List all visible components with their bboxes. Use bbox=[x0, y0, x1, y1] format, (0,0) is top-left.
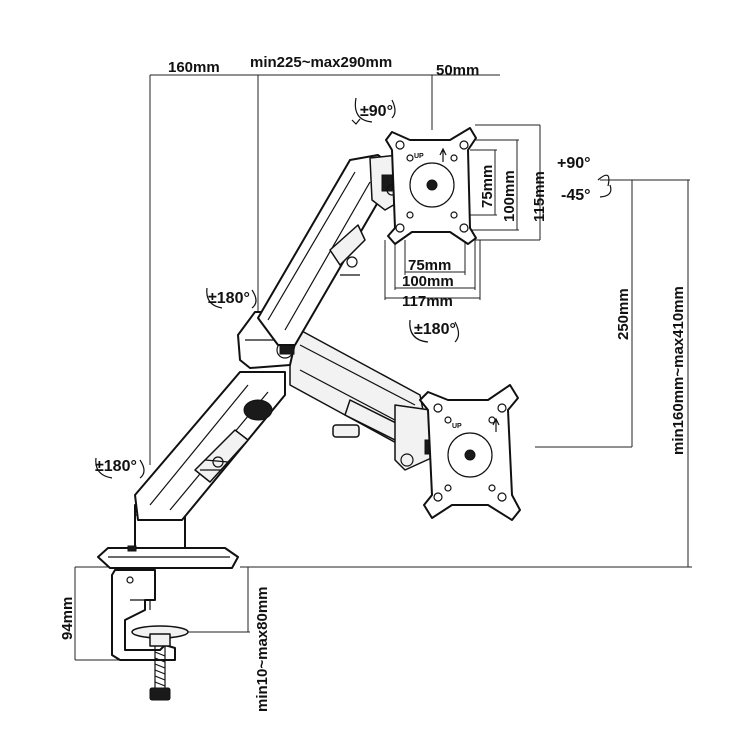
dim-vesa-h-75: 75mm bbox=[408, 257, 451, 274]
dim-vesa-h-100: 100mm bbox=[402, 273, 454, 290]
upper-arm bbox=[237, 154, 403, 369]
rotation-arrows bbox=[95, 97, 612, 479]
dim-vesa-v-100: 100mm bbox=[501, 170, 518, 222]
dim-total-height: min160mm~max410mm bbox=[670, 286, 687, 455]
lower-arm-extended bbox=[289, 329, 439, 471]
dim-desk-thickness: min10~max80mm bbox=[254, 587, 271, 713]
desk-clamp bbox=[111, 569, 189, 701]
dim-top-right: 50mm bbox=[436, 62, 479, 79]
dim-vesa-h-117: 117mm bbox=[402, 293, 453, 310]
rot-plate-bottom: ±180° bbox=[414, 321, 456, 338]
dim-arm-drop: 250mm bbox=[615, 288, 632, 340]
rot-plate-top: ±90° bbox=[360, 103, 393, 120]
dim-top-reach: min225~max290mm bbox=[250, 54, 392, 71]
dim-top-left: 160mm bbox=[168, 59, 220, 76]
dim-vesa-v-115: 115mm bbox=[531, 171, 548, 222]
dimension-lines bbox=[74, 74, 692, 661]
dim-vesa-v-75: 75mm bbox=[479, 165, 496, 208]
vesa-plate-lower: UP bbox=[419, 384, 521, 521]
up-label-upper: UP bbox=[414, 153, 424, 160]
up-label-lower: UP bbox=[452, 423, 462, 430]
rot-tilt-down: -45° bbox=[561, 187, 591, 204]
dim-clamp-height: 94mm bbox=[59, 597, 76, 640]
rot-upper-joint: ±180° bbox=[208, 290, 250, 307]
rot-base-joint: ±180° bbox=[95, 458, 137, 475]
rot-tilt-up: +90° bbox=[557, 155, 591, 172]
vesa-plate-upper: UP bbox=[385, 127, 477, 245]
base-and-pole bbox=[97, 371, 286, 569]
